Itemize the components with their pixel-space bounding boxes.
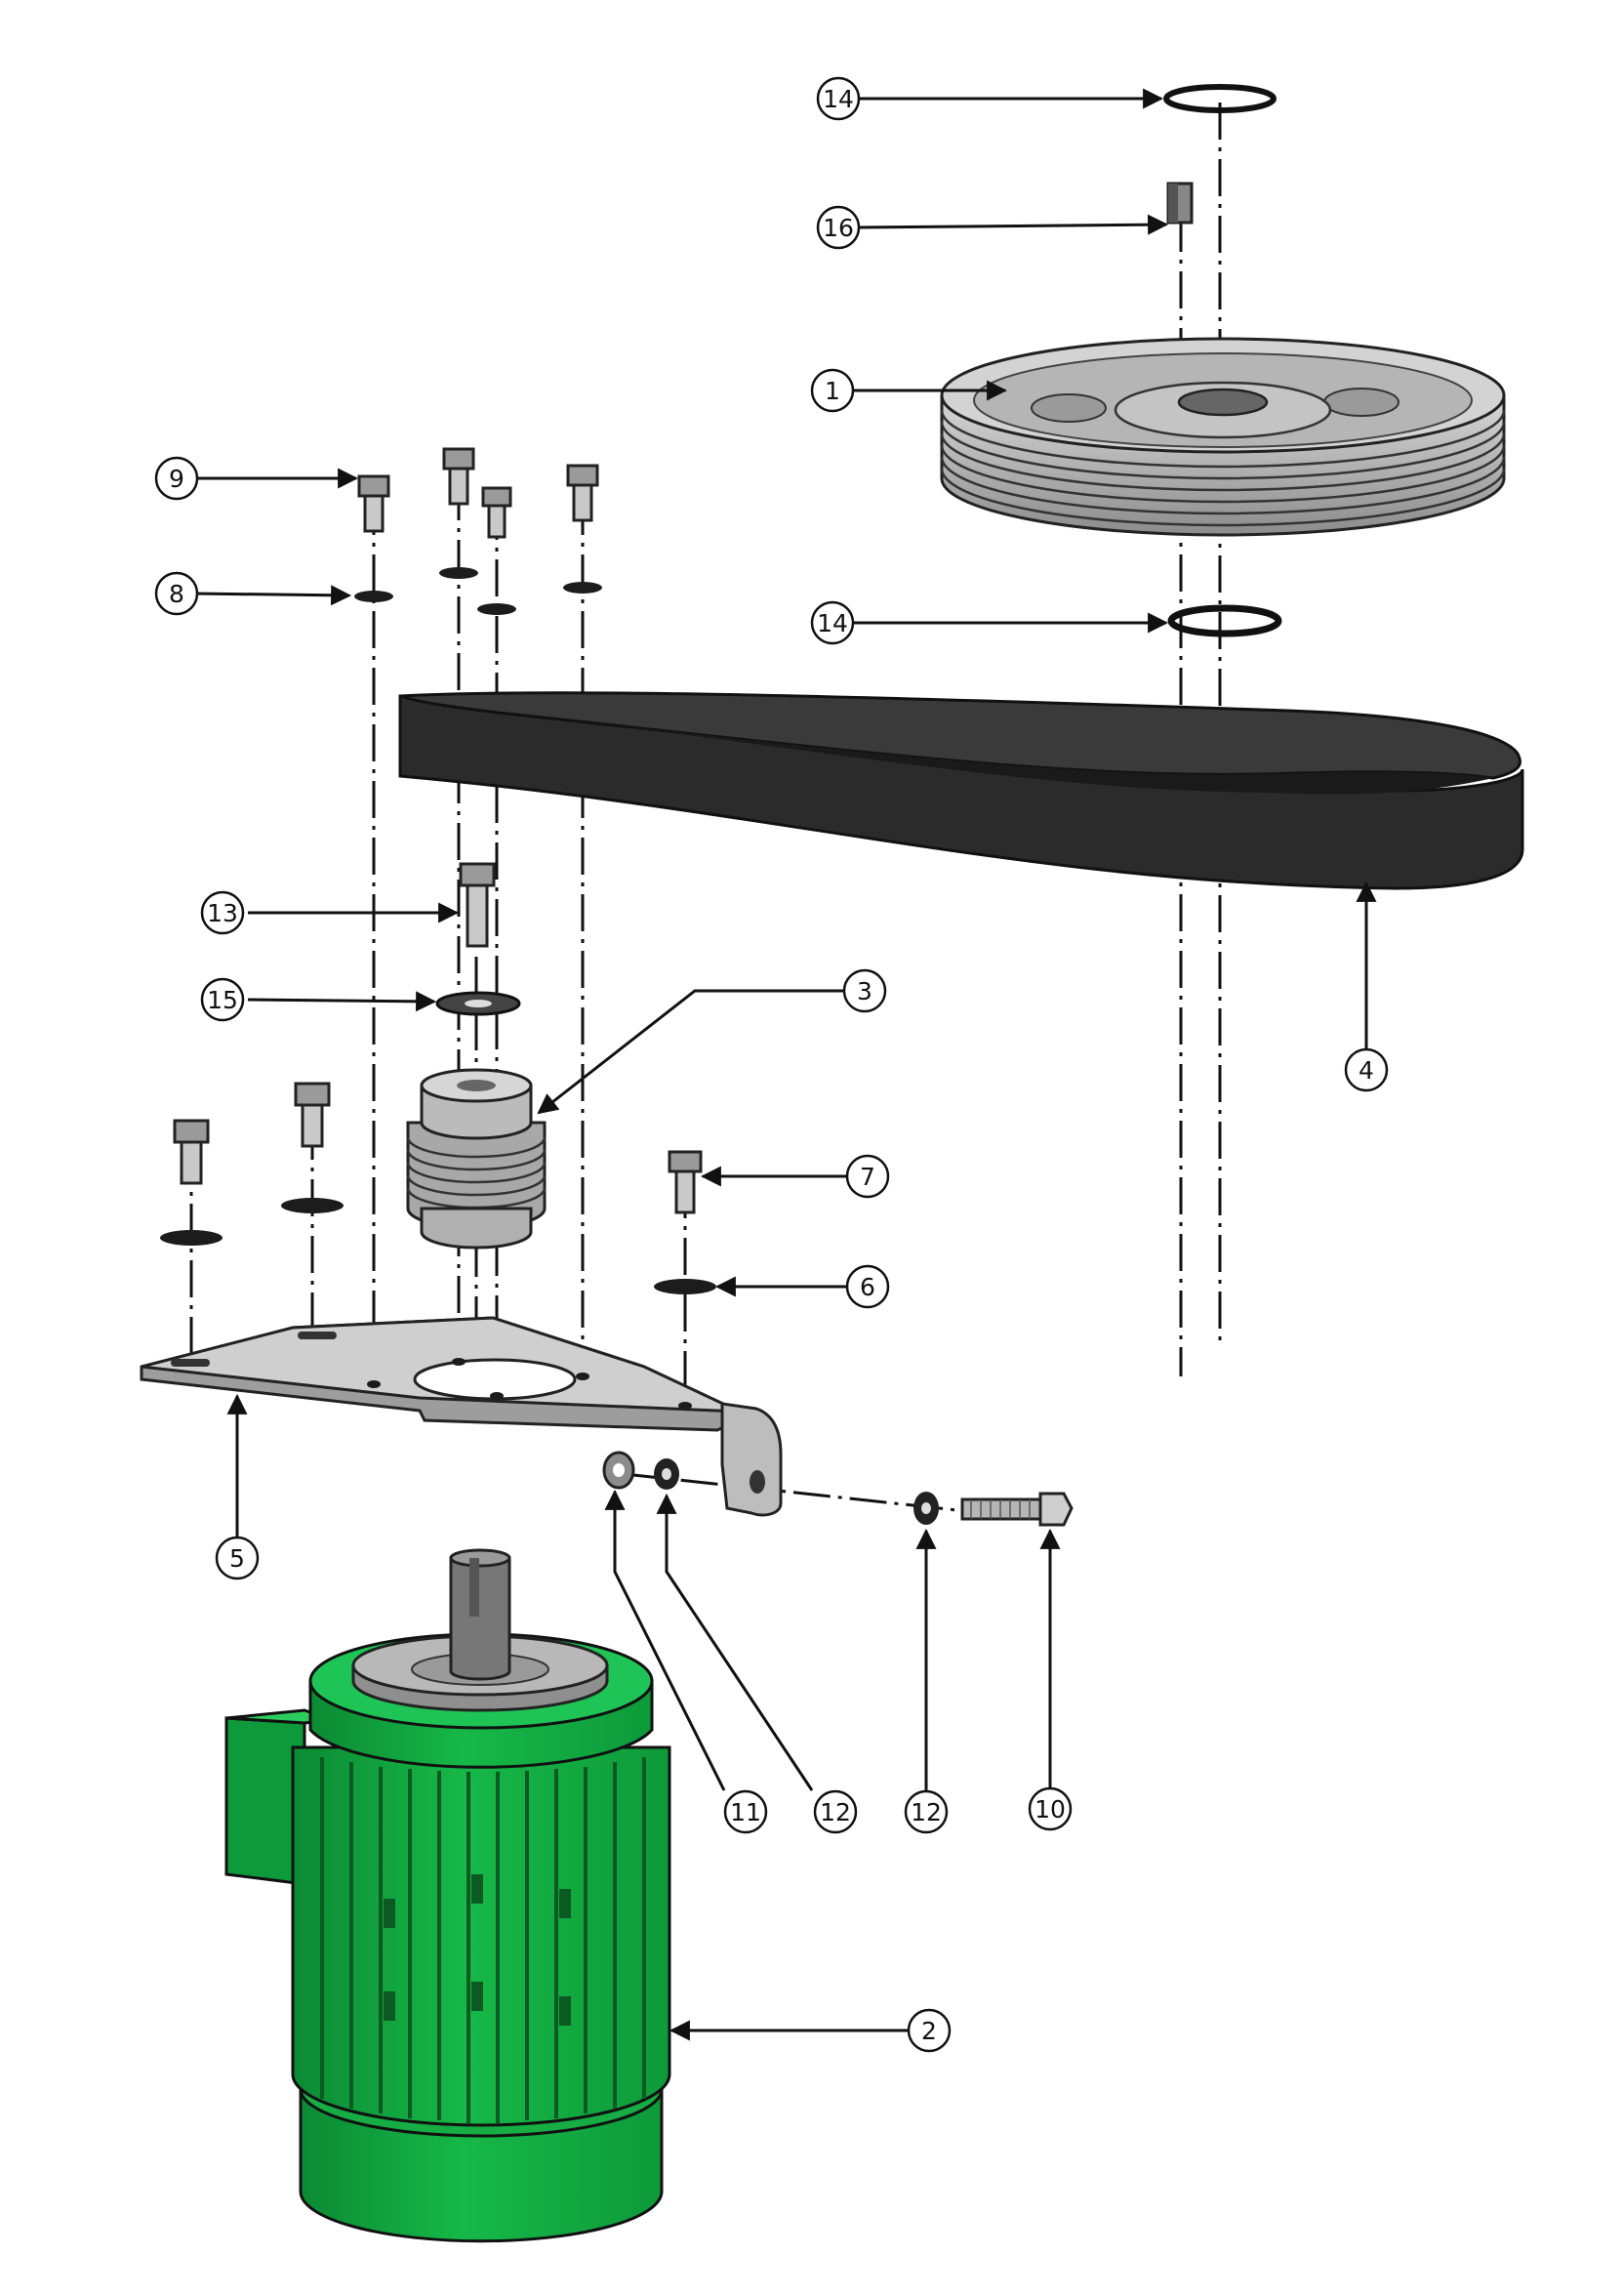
svg-text:15: 15 bbox=[207, 986, 238, 1014]
svg-text:1: 1 bbox=[825, 377, 840, 405]
svg-text:5: 5 bbox=[229, 1544, 245, 1573]
callout-9: 9 bbox=[154, 456, 199, 501]
v-belt bbox=[398, 691, 1524, 890]
callout-13: 13 bbox=[200, 890, 245, 935]
callout-12-right: 12 bbox=[904, 1789, 949, 1834]
retaining-ring-top bbox=[1163, 84, 1277, 113]
callout-12-left: 12 bbox=[813, 1789, 858, 1834]
svg-text:4: 4 bbox=[1358, 1056, 1374, 1085]
callout-7: 7 bbox=[845, 1154, 890, 1199]
svg-text:6: 6 bbox=[860, 1273, 875, 1301]
long-bolt bbox=[459, 862, 496, 948]
pulley bbox=[940, 337, 1506, 537]
svg-text:11: 11 bbox=[730, 1798, 761, 1826]
callout-16: 16 bbox=[816, 205, 861, 250]
callout-3: 3 bbox=[842, 968, 887, 1013]
callout-4: 4 bbox=[1344, 1047, 1389, 1092]
washer-large bbox=[435, 991, 521, 1016]
svg-text:9: 9 bbox=[169, 465, 184, 493]
washers-top bbox=[354, 567, 602, 615]
shaft-key bbox=[1166, 182, 1194, 225]
callout-14-lower: 14 bbox=[810, 600, 855, 645]
callout-5: 5 bbox=[215, 1536, 260, 1580]
svg-text:14: 14 bbox=[817, 609, 848, 637]
callout-15: 15 bbox=[200, 977, 245, 1022]
svg-text:13: 13 bbox=[207, 899, 238, 927]
callout-8: 8 bbox=[154, 571, 199, 616]
callout-14-top: 14 bbox=[816, 76, 861, 121]
svg-text:10: 10 bbox=[1034, 1795, 1066, 1824]
mounting-plate bbox=[140, 1316, 783, 1517]
svg-text:12: 12 bbox=[911, 1798, 942, 1826]
adjuster-hardware bbox=[602, 1451, 1074, 1527]
cap-screws-top bbox=[357, 447, 599, 539]
svg-text:3: 3 bbox=[857, 977, 872, 1005]
callout-11: 11 bbox=[723, 1789, 768, 1834]
svg-text:2: 2 bbox=[921, 2017, 937, 2045]
svg-text:14: 14 bbox=[823, 85, 854, 113]
svg-text:8: 8 bbox=[169, 580, 184, 608]
electric-motor bbox=[224, 1548, 671, 2243]
svg-text:16: 16 bbox=[823, 214, 854, 242]
retaining-ring-lower bbox=[1167, 604, 1282, 637]
callout-6: 6 bbox=[845, 1264, 890, 1309]
leader-lines bbox=[194, 88, 1377, 2041]
callout-1: 1 bbox=[810, 368, 855, 413]
small-pulley bbox=[406, 1068, 547, 1250]
svg-text:12: 12 bbox=[820, 1798, 851, 1826]
callout-2: 2 bbox=[907, 2008, 952, 2053]
cap-screws-lower bbox=[160, 1082, 716, 1294]
callout-10: 10 bbox=[1028, 1786, 1073, 1831]
svg-text:7: 7 bbox=[860, 1163, 875, 1191]
